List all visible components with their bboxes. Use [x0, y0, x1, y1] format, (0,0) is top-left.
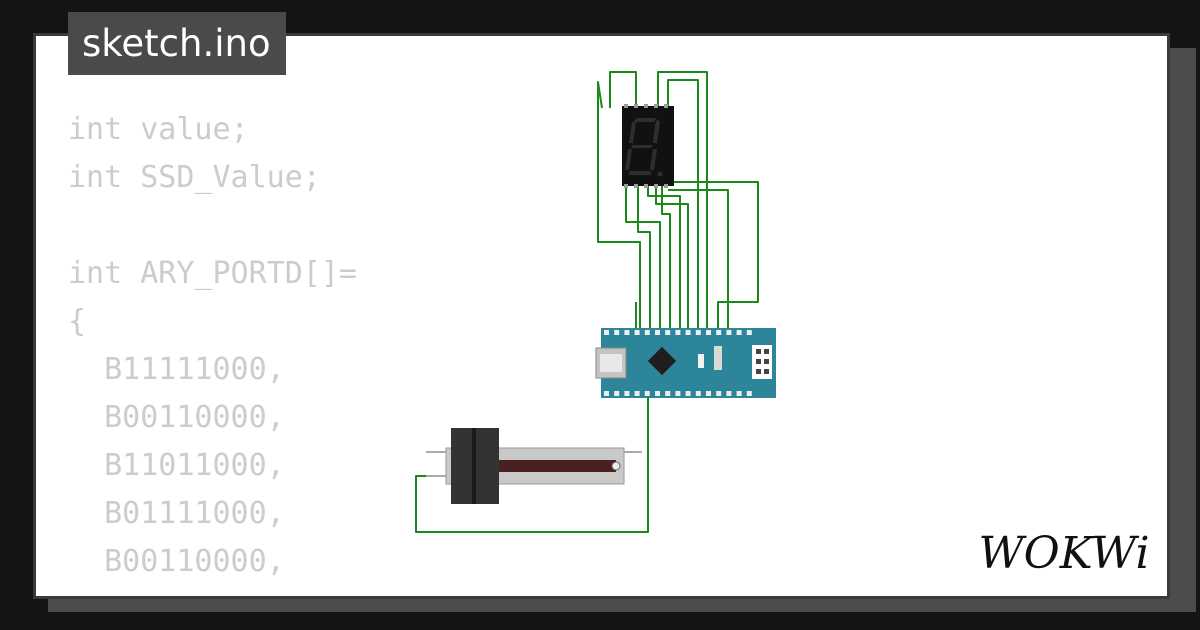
- display-pin: [664, 104, 668, 108]
- display-pin: [644, 104, 648, 108]
- nano-pin: [634, 330, 640, 335]
- display-pin: [654, 184, 658, 188]
- display-pin: [654, 104, 658, 108]
- icsp-pins: [756, 349, 769, 374]
- nano-pin: [665, 391, 671, 396]
- display-pin: [624, 184, 628, 188]
- brand-wordmark: WOKWi: [978, 528, 1149, 579]
- nano-pin: [655, 330, 660, 335]
- display-pin: [644, 184, 648, 188]
- nano-pin: [634, 391, 640, 396]
- wokwi-logo: WOKWi: [978, 528, 1149, 579]
- nano-pin: [695, 330, 701, 335]
- slide-potentiometer[interactable]: [426, 428, 642, 504]
- nano-pin: [695, 391, 701, 396]
- display-pin: [664, 184, 668, 188]
- seven-segment-display[interactable]: [622, 104, 674, 188]
- display-segments: [625, 118, 663, 177]
- nano-pin: [706, 391, 711, 396]
- display-pins: [624, 104, 668, 188]
- nano-pin: [685, 391, 691, 396]
- nano-pin: [644, 330, 650, 335]
- led-indicators: [714, 346, 722, 370]
- nano-pin: [624, 330, 630, 335]
- arduino-nano[interactable]: [595, 328, 776, 398]
- icsp-pin: [756, 369, 761, 374]
- wires: [415, 71, 759, 533]
- code-line: int ARY_PORTD[]=: [68, 256, 357, 291]
- display-pin: [624, 104, 628, 108]
- nano-pin: [726, 330, 732, 335]
- icsp-pin: [764, 369, 769, 374]
- nano-pin: [746, 391, 752, 396]
- nano-pin: [746, 330, 752, 335]
- project-card: int value; int SSD_Value;int ARY_PORTD[]=…: [33, 33, 1170, 599]
- file-tab[interactable]: sketch.ino: [68, 12, 286, 75]
- nano-pin: [614, 330, 620, 335]
- code-line: int value;: [68, 112, 249, 147]
- code-line: B00110000,: [68, 544, 285, 579]
- code-preview: int value; int SSD_Value;int ARY_PORTD[]=…: [68, 106, 357, 596]
- slider-track: [470, 460, 616, 472]
- nano-pin: [644, 391, 650, 396]
- code-line: int SSD_Value;: [68, 160, 321, 195]
- icsp-pin: [756, 349, 761, 354]
- code-line: {: [68, 304, 87, 339]
- code-line: B00110000,: [68, 400, 285, 435]
- code-line: B01111000,: [68, 496, 285, 531]
- display-pin: [634, 184, 638, 188]
- nano-pin: [665, 330, 671, 335]
- nano-pin: [675, 330, 681, 335]
- code-line: B01101000,: [68, 586, 357, 596]
- nano-pin: [604, 391, 609, 396]
- nano-pin: [624, 391, 630, 396]
- screw-icon: [611, 461, 621, 471]
- nano-pin: [706, 330, 711, 335]
- icsp-pin: [756, 359, 761, 364]
- usb-port-inner: [600, 354, 622, 372]
- code-line: B11111000,: [68, 352, 285, 387]
- microcontroller-chip: [647, 346, 677, 376]
- nano-board: [601, 328, 776, 398]
- nano-pin: [736, 391, 742, 396]
- icsp-pin: [764, 349, 769, 354]
- nano-pin-headers: [604, 330, 752, 396]
- nano-pin: [655, 391, 660, 396]
- nano-pin: [604, 330, 609, 335]
- icsp-pin: [764, 359, 769, 364]
- reset-button[interactable]: [698, 354, 704, 368]
- nano-pin: [716, 391, 722, 396]
- nano-pin: [614, 391, 620, 396]
- nano-pin: [675, 391, 681, 396]
- knob-groove: [472, 428, 476, 504]
- display-pin: [634, 104, 638, 108]
- nano-pin: [716, 330, 722, 335]
- nano-pin: [685, 330, 691, 335]
- nano-pin: [736, 330, 742, 335]
- nano-pin: [726, 391, 732, 396]
- code-line: B11011000,: [68, 448, 285, 483]
